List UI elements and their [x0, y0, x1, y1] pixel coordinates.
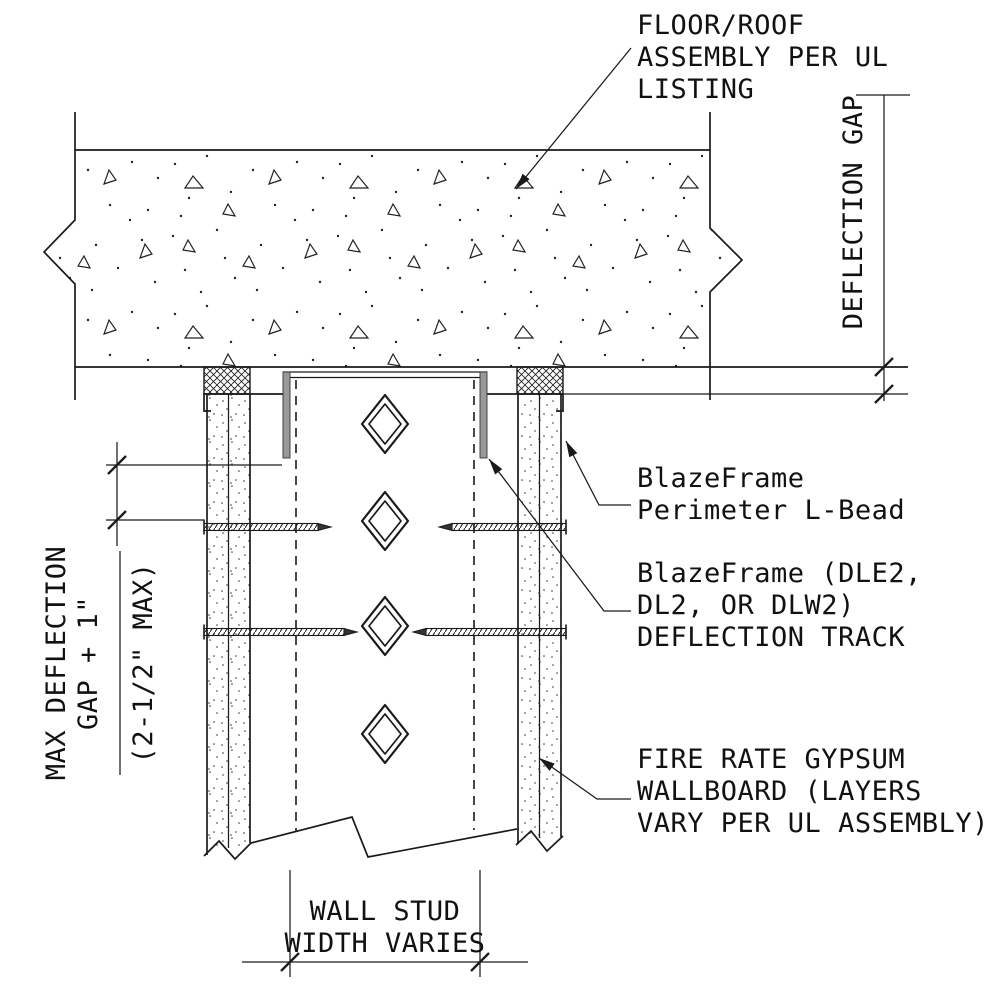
dim-deflection-gap: DEFLECTION GAP [563, 94, 910, 404]
dim-tick [874, 357, 894, 377]
svg-text:ASSEMBLY PER UL: ASSEMBLY PER UL [637, 42, 888, 73]
svg-text:DEFLECTION TRACK: DEFLECTION TRACK [637, 622, 905, 653]
svg-text:DL2, OR DLW2): DL2, OR DLW2) [637, 590, 855, 621]
stud-knockouts [360, 393, 410, 765]
screw [411, 624, 567, 640]
gypsum-wallboard-right [517, 394, 562, 844]
knockout-diamond [360, 703, 410, 765]
svg-text:BlazeFrame: BlazeFrame [637, 463, 805, 494]
label-gypsum: FIRE RATE GYPSUM WALLBOARD (LAYERS VARY … [637, 744, 989, 839]
dim-wall-stud: WALL STUD WIDTH VARIES [242, 870, 528, 977]
slab-left-break-line [42, 112, 76, 400]
lbead-right [480, 393, 564, 412]
svg-text:FIRE RATE GYPSUM: FIRE RATE GYPSUM [637, 744, 905, 775]
fasteners [203, 519, 567, 640]
max-deflection-label-line2: GAP + 1" [73, 596, 104, 730]
intumescent-strip-right [516, 366, 564, 395]
max-deflection-label-line1: MAX DEFLECTION [41, 546, 72, 781]
label-track: BlazeFrame (DLE2, DL2, OR DLW2) DEFLECTI… [637, 558, 922, 653]
dim-tick [470, 952, 490, 972]
svg-text:BlazeFrame (DLE2,: BlazeFrame (DLE2, [637, 558, 922, 589]
concrete-slab [42, 112, 908, 400]
knockout-diamond [360, 490, 410, 552]
screw [203, 624, 359, 640]
dim-tick [280, 952, 300, 972]
wall-assembly [203, 366, 567, 861]
deflection-gap-label: DEFLECTION GAP [838, 95, 869, 330]
concrete-fill [44, 150, 742, 367]
dim-max-deflection: MAX DEFLECTION GAP + 1" (2-1/2" MAX) [41, 442, 282, 780]
max-deflection-label-line3: (2-1/2" MAX) [128, 562, 159, 763]
svg-text:WALLBOARD (LAYERS: WALLBOARD (LAYERS [637, 776, 922, 807]
deflection-track [282, 371, 488, 459]
knockout-diamond [360, 393, 410, 455]
leader-arrow [489, 459, 503, 475]
leader-lbead: BlazeFrame Perimeter L-Bead [565, 440, 905, 526]
intumescent-strip-left [203, 366, 251, 395]
slab-right-break-line [709, 112, 744, 400]
svg-text:VARY PER UL ASSEMBLY): VARY PER UL ASSEMBLY) [637, 808, 989, 839]
screw [203, 519, 333, 535]
knockout-diamond [360, 595, 410, 657]
gypsum-wallboard-left [206, 394, 251, 855]
dim-tick [107, 510, 127, 530]
svg-text:LISTING: LISTING [637, 74, 754, 105]
leader-arrow [516, 173, 530, 189]
screw [437, 519, 567, 535]
dim-tick [874, 384, 894, 404]
label-floor-roof: FLOOR/ROOF ASSEMBLY PER UL LISTING [637, 10, 888, 105]
dim-tick [107, 455, 127, 475]
track-leg-right [479, 371, 488, 459]
leader-arrow [539, 758, 555, 771]
wall-stud-label-line1: WALL STUD [310, 896, 461, 927]
wall-stud-label-line2: WIDTH VARIES [284, 928, 485, 959]
svg-text:Perimeter L-Bead: Perimeter L-Bead [637, 495, 905, 526]
wall-break-lines [203, 815, 564, 861]
svg-text:FLOOR/ROOF: FLOOR/ROOF [637, 10, 805, 41]
lbead-left [203, 393, 290, 412]
leader-track: BlazeFrame (DLE2, DL2, OR DLW2) DEFLECTI… [488, 458, 922, 653]
leader-floor-roof: FLOOR/ROOF ASSEMBLY PER UL LISTING [515, 10, 888, 190]
track-leg-left [282, 371, 291, 459]
leader-arrow [566, 441, 578, 458]
label-lbead: BlazeFrame Perimeter L-Bead [637, 463, 905, 526]
leader-gypsum: FIRE RATE GYPSUM WALLBOARD (LAYERS VARY … [538, 744, 989, 839]
